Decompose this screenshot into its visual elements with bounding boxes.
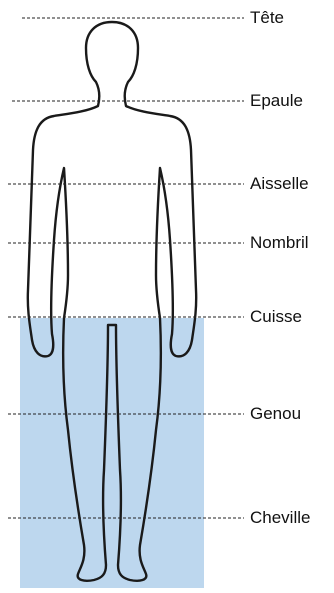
level-label-aisselle: Aisselle: [250, 174, 309, 194]
level-label-tete: Tête: [250, 8, 284, 28]
level-label-cuisse: Cuisse: [250, 307, 302, 327]
level-label-cheville: Cheville: [250, 508, 310, 528]
level-label-genou: Genou: [250, 404, 301, 424]
level-label-epaule: Epaule: [250, 91, 303, 111]
water-region: [20, 318, 204, 588]
level-label-nombril: Nombril: [250, 233, 309, 253]
